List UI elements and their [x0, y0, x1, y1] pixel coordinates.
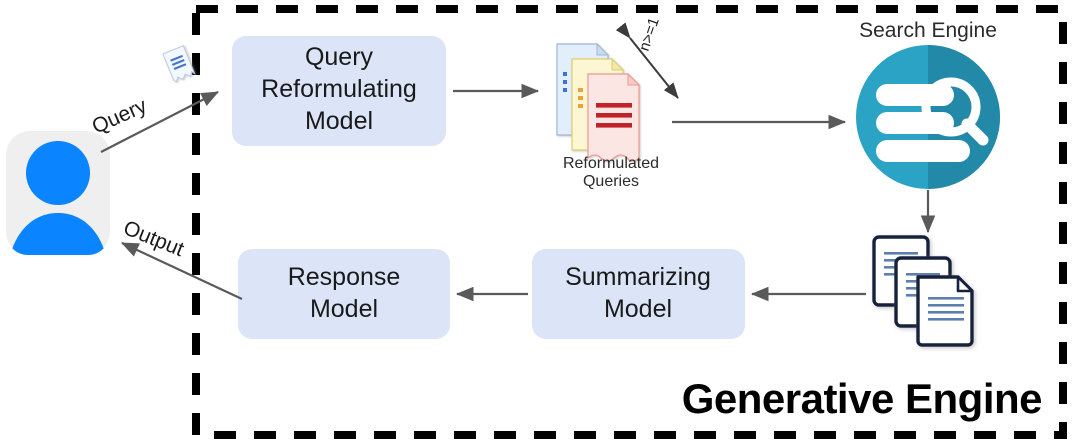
node-summarizing-model[interactable]: Summarizing Model: [532, 249, 745, 339]
edge-response-to-user: [121, 242, 243, 300]
query-document-icon: [162, 45, 196, 83]
node-label-line: Model: [310, 295, 378, 323]
node-label-line: Model: [604, 295, 672, 323]
node-reformulated-queries: Reformulated Queries: [556, 42, 659, 190]
user-avatar: [6, 131, 110, 255]
node-label-line: Reformulating: [261, 75, 417, 103]
node-label-line: Summarizing: [565, 263, 711, 291]
annotation-label: n>=1: [636, 15, 663, 53]
node-label-line: Response: [288, 263, 401, 291]
edge-user-to-query-model: [100, 91, 219, 153]
search-engine-icon: [856, 45, 1000, 189]
edge-label-output: Output: [120, 216, 187, 261]
node-caption-line: Queries: [583, 173, 639, 190]
node-caption-line: Reformulated: [563, 155, 659, 172]
generative-engine-boundary: [192, 5, 1067, 439]
node-retrieved-documents: [872, 235, 974, 347]
node-label-line: Query: [305, 43, 374, 71]
node-query-reformulating-model[interactable]: Query Reformulating Model: [232, 36, 446, 146]
node-response-model[interactable]: Response Model: [238, 249, 450, 339]
node-search-engine: Search Engine: [856, 19, 1000, 189]
node-caption: Search Engine: [859, 19, 997, 42]
generative-engine-title: Generative Engine: [682, 375, 1042, 422]
node-label-line: Model: [305, 107, 373, 135]
